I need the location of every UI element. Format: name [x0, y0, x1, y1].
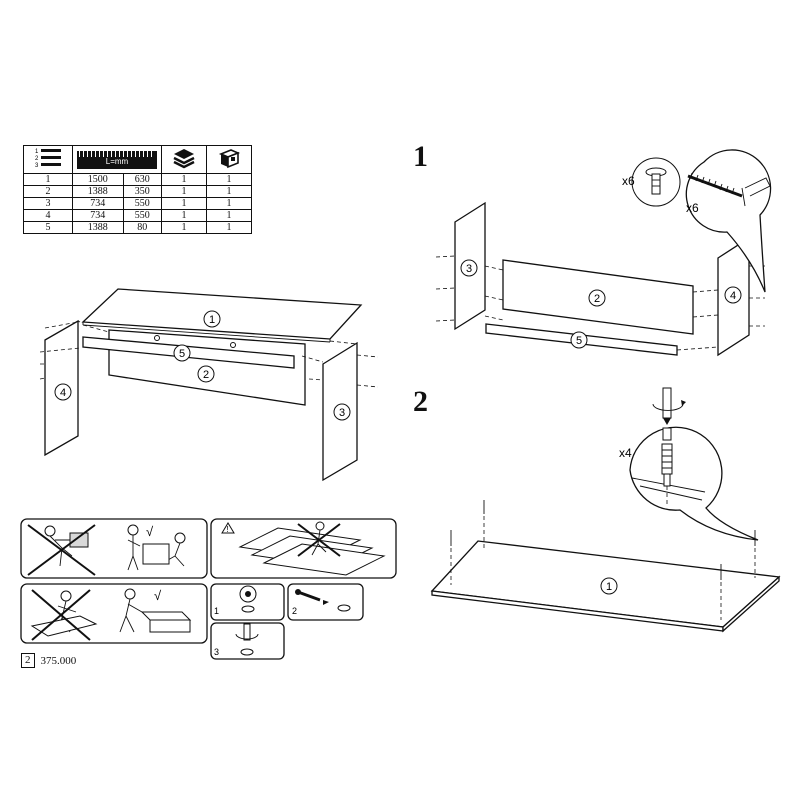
dowel-icon: [645, 167, 667, 195]
parts-table-cell: 5: [23, 221, 73, 234]
step2-part-label: 1: [606, 581, 612, 593]
carry-ok-mark: √: [154, 588, 162, 603]
dowel-qty: x6: [622, 174, 635, 188]
cam-pin-icons: [450, 500, 756, 620]
overview-part-label: 1: [209, 314, 215, 326]
step1-part-label: 2: [594, 293, 600, 305]
overview-label-circle: [197, 365, 215, 383]
cam-detail-callout: [629, 426, 759, 541]
unit-label: L=mm: [105, 156, 129, 166]
fastener-step-1: 1: [214, 606, 219, 616]
svg-text:3: 3: [35, 163, 39, 169]
warning-icon: !: [221, 522, 235, 534]
step-number-1: 1: [413, 140, 428, 173]
product-code: 375.000: [40, 654, 77, 667]
fastener-step-2: 2: [292, 606, 297, 616]
cam-bolt-icon: [661, 427, 673, 505]
overview-part-label: 5: [179, 348, 185, 360]
overview-label-circle: [333, 403, 351, 421]
list-numbered-icon: 1 2 3: [23, 145, 73, 174]
insert-pin-icon: [295, 589, 351, 612]
ruler-icon: L=mm: [72, 145, 162, 174]
fastener-step-3: 3: [214, 647, 219, 657]
step1-label-circle: [588, 289, 606, 307]
step-number-2: 2: [413, 385, 428, 418]
step1-label-circle: [724, 286, 742, 304]
lift-ok-mark: √: [146, 524, 154, 539]
cam-qty: x4: [619, 446, 632, 460]
screwdriver-icon: [652, 387, 686, 425]
parts-table-cell: 1388: [72, 221, 124, 234]
page-number: 2: [21, 653, 35, 668]
svg-text:!: !: [227, 525, 229, 534]
person-carry-right-icon: √: [119, 588, 192, 633]
overview-part-label: 3: [339, 407, 345, 419]
overview-label-circle: [54, 383, 72, 401]
person-lifting-right-icon: √: [127, 524, 186, 571]
overview-part-label: 2: [203, 369, 209, 381]
parts-table: 1 2 3 L=mm: [23, 145, 252, 234]
handling-instructions: √ √ !: [20, 518, 397, 660]
overview-panel-top: [81, 288, 363, 340]
step1-part-label: 5: [576, 335, 582, 347]
step2-label-circle: [600, 577, 618, 595]
svg-text:1: 1: [35, 149, 39, 155]
screw-qty: x6: [686, 201, 699, 215]
svg-text:2: 2: [35, 156, 39, 162]
parts-table-cell: 1: [206, 221, 252, 234]
step1-part-label: 3: [466, 263, 472, 275]
step-2-drawing: x4 1: [430, 387, 781, 633]
person-carry-wrong-icon: [30, 589, 98, 641]
overview-part-label: 4: [60, 387, 66, 399]
parts-table-cell: 80: [122, 221, 162, 234]
panel-fastener-3: [210, 622, 285, 660]
footer: 2 375.000: [21, 653, 76, 668]
panels-on-floor-icon: [238, 521, 386, 576]
person-lifting-wrong-icon: [27, 524, 96, 576]
step1-label-circle: [570, 331, 588, 349]
turn-screwdriver-icon: [235, 623, 259, 656]
overview-exploded-view: 1 5 2 4 3: [39, 288, 379, 482]
screw-icon: [687, 172, 771, 207]
step-1-drawing: x6 x6 3 2 4 5: [435, 149, 772, 357]
step1-part-label: 4: [730, 290, 736, 302]
step1-label-circle: [460, 259, 478, 277]
overview-label-circle: [203, 310, 221, 328]
cam-lock-icon: [239, 585, 257, 613]
overview-label-circle: [173, 344, 191, 362]
